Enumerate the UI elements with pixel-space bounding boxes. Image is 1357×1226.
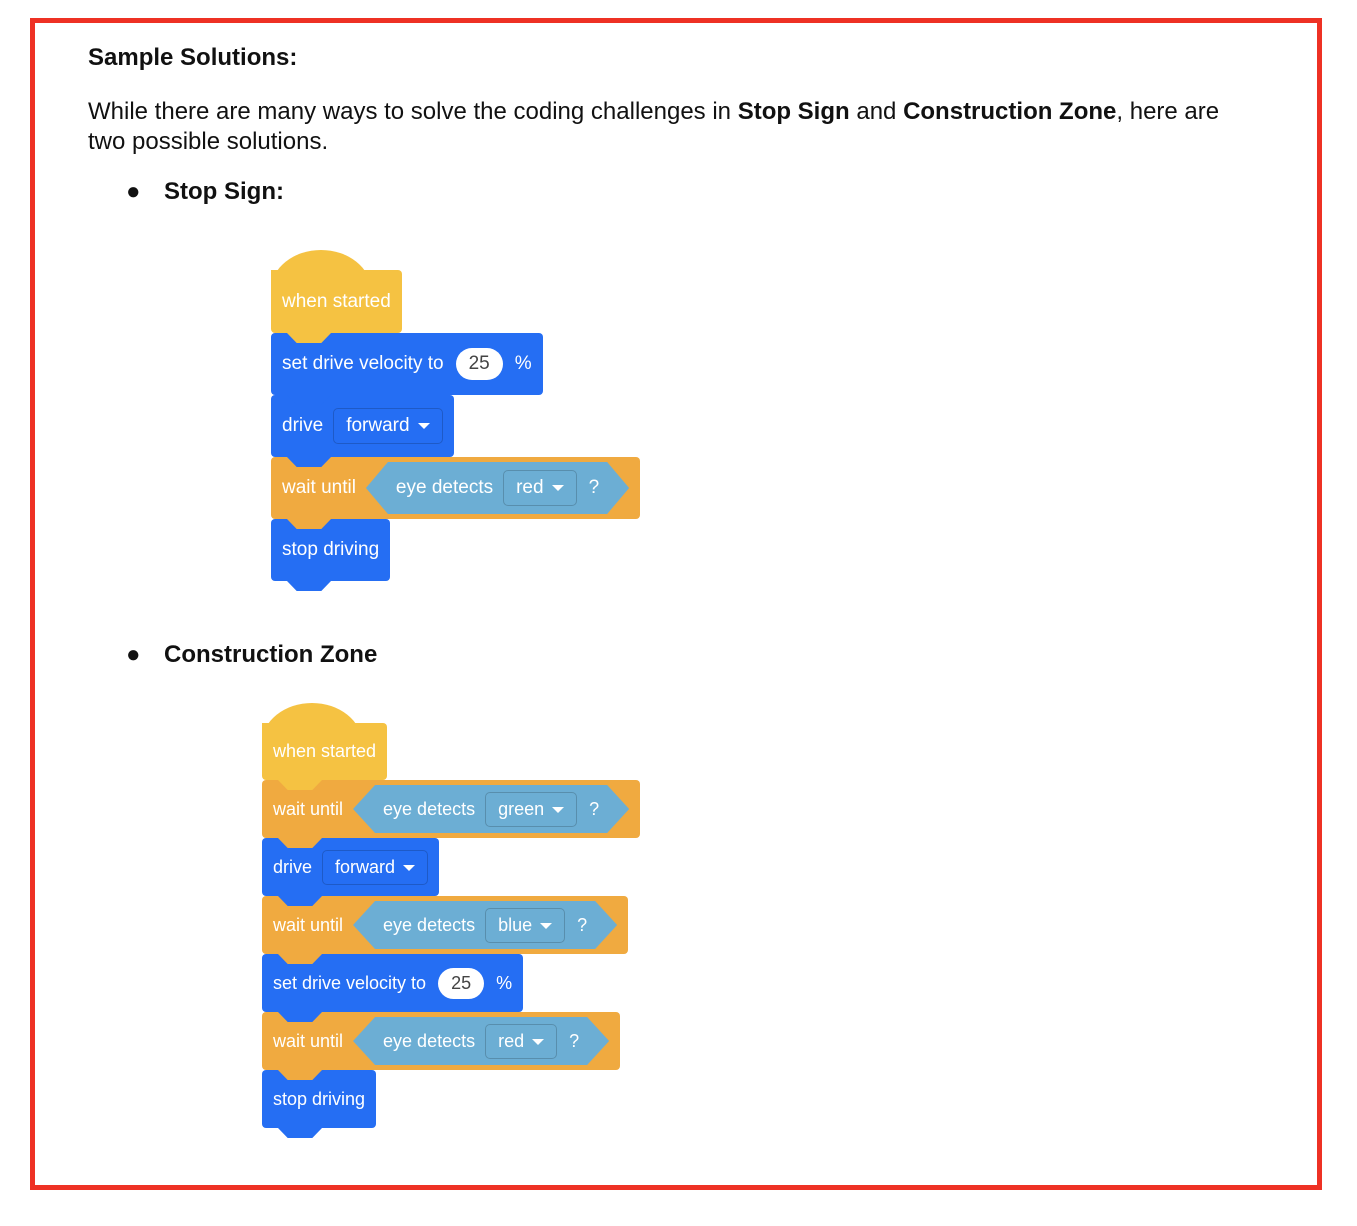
question-mark: ? [589, 798, 600, 819]
wait-block[interactable]: wait until eye detects red? [271, 457, 641, 519]
hat-block[interactable]: when started [271, 250, 402, 333]
wait-block[interactable]: wait until eye detects red? [262, 1012, 621, 1070]
color-dropdown[interactable]: red [485, 1024, 557, 1059]
dropdown-value: red [516, 477, 544, 498]
plain-block[interactable]: stop driving [271, 519, 391, 581]
hat-block[interactable]: when started [262, 703, 388, 780]
sensor-label: eye detects [395, 477, 494, 498]
eye-detects-condition[interactable]: eye detects red? [353, 1017, 609, 1065]
caret-down-icon [532, 1039, 544, 1045]
velocity-value-input[interactable]: 25 [438, 967, 485, 999]
block-label: stop driving [273, 1088, 366, 1109]
intro-text: , here are two possible solutions. [88, 98, 1220, 155]
caret-down-icon [540, 923, 552, 929]
sensor-label: eye detects [383, 798, 476, 819]
wait-block[interactable]: wait until eye detects green? [262, 780, 641, 838]
intro-text: While there are many ways to solve the c… [88, 98, 738, 125]
dropdown-value: forward [346, 415, 410, 436]
block-label: when started [273, 741, 377, 761]
bullet-dot-icon: ● [126, 178, 141, 205]
caret-down-icon [552, 485, 564, 491]
highlight-frame [30, 18, 1322, 1190]
velocity-value-input[interactable]: 25 [455, 348, 503, 380]
dropdown-value: green [498, 798, 545, 819]
block-label: wait until [273, 914, 344, 935]
unit-label: % [496, 972, 513, 993]
question-mark: ? [577, 914, 588, 935]
color-dropdown[interactable]: blue [485, 908, 565, 943]
stop-sign-code-stack: when started set drive velocity to 25% driv… [271, 250, 641, 581]
bullet-title: Construction Zone [164, 641, 378, 668]
construction-zone-code-stack: when started wait until eye detects green? d… [262, 703, 641, 1128]
direction-dropdown[interactable]: forward [333, 408, 443, 444]
intro-bold-construction-zone: Construction Zone [903, 98, 1117, 125]
dropdown-value: forward [335, 856, 396, 877]
caret-down-icon [552, 807, 564, 813]
caret-down-icon [417, 422, 430, 429]
caret-down-icon [403, 864, 416, 871]
block-label: drive [282, 415, 324, 436]
intro-bold-stop-sign: Stop Sign [737, 98, 850, 125]
eye-detects-condition[interactable]: eye detects green? [353, 785, 629, 833]
bullet-title: Stop Sign: [164, 178, 284, 205]
dropdown-value: red [498, 1030, 525, 1051]
block-label: set drive velocity to [273, 972, 427, 993]
color-dropdown[interactable]: red [503, 470, 576, 506]
sensor-label: eye detects [383, 1030, 476, 1051]
block-label: set drive velocity to [282, 353, 444, 374]
eye-detects-condition[interactable]: eye detects red? [366, 462, 629, 514]
block-label: wait until [282, 477, 356, 498]
block-label: wait until [273, 798, 344, 819]
eye-detects-condition[interactable]: eye detects blue? [353, 901, 617, 949]
unit-label: % [514, 353, 532, 374]
color-dropdown[interactable]: green [485, 792, 577, 827]
question-mark: ? [569, 1030, 580, 1051]
plain-block[interactable]: stop driving [262, 1070, 377, 1128]
block-label: stop driving [282, 539, 380, 560]
bullet-stop-sign: ● Stop Sign: [126, 178, 284, 206]
velocity-block[interactable]: set drive velocity to 25% [271, 333, 543, 395]
bullet-construction-zone: ● Construction Zone [126, 641, 377, 669]
bullet-dot-icon: ● [126, 641, 141, 668]
wait-block[interactable]: wait until eye detects blue? [262, 896, 629, 954]
section-heading: Sample Solutions: [88, 44, 298, 71]
sensor-label: eye detects [383, 914, 476, 935]
direction-dropdown[interactable]: forward [322, 849, 429, 885]
intro-paragraph: While there are many ways to solve the c… [88, 97, 1238, 157]
question-mark: ? [588, 477, 600, 498]
block-label: when started [282, 290, 391, 312]
intro-text: and [849, 98, 904, 125]
dropdown-value: blue [498, 914, 533, 935]
drive-block[interactable]: drive forward [271, 395, 454, 457]
block-label: drive [273, 856, 313, 877]
block-label: wait until [273, 1030, 344, 1051]
